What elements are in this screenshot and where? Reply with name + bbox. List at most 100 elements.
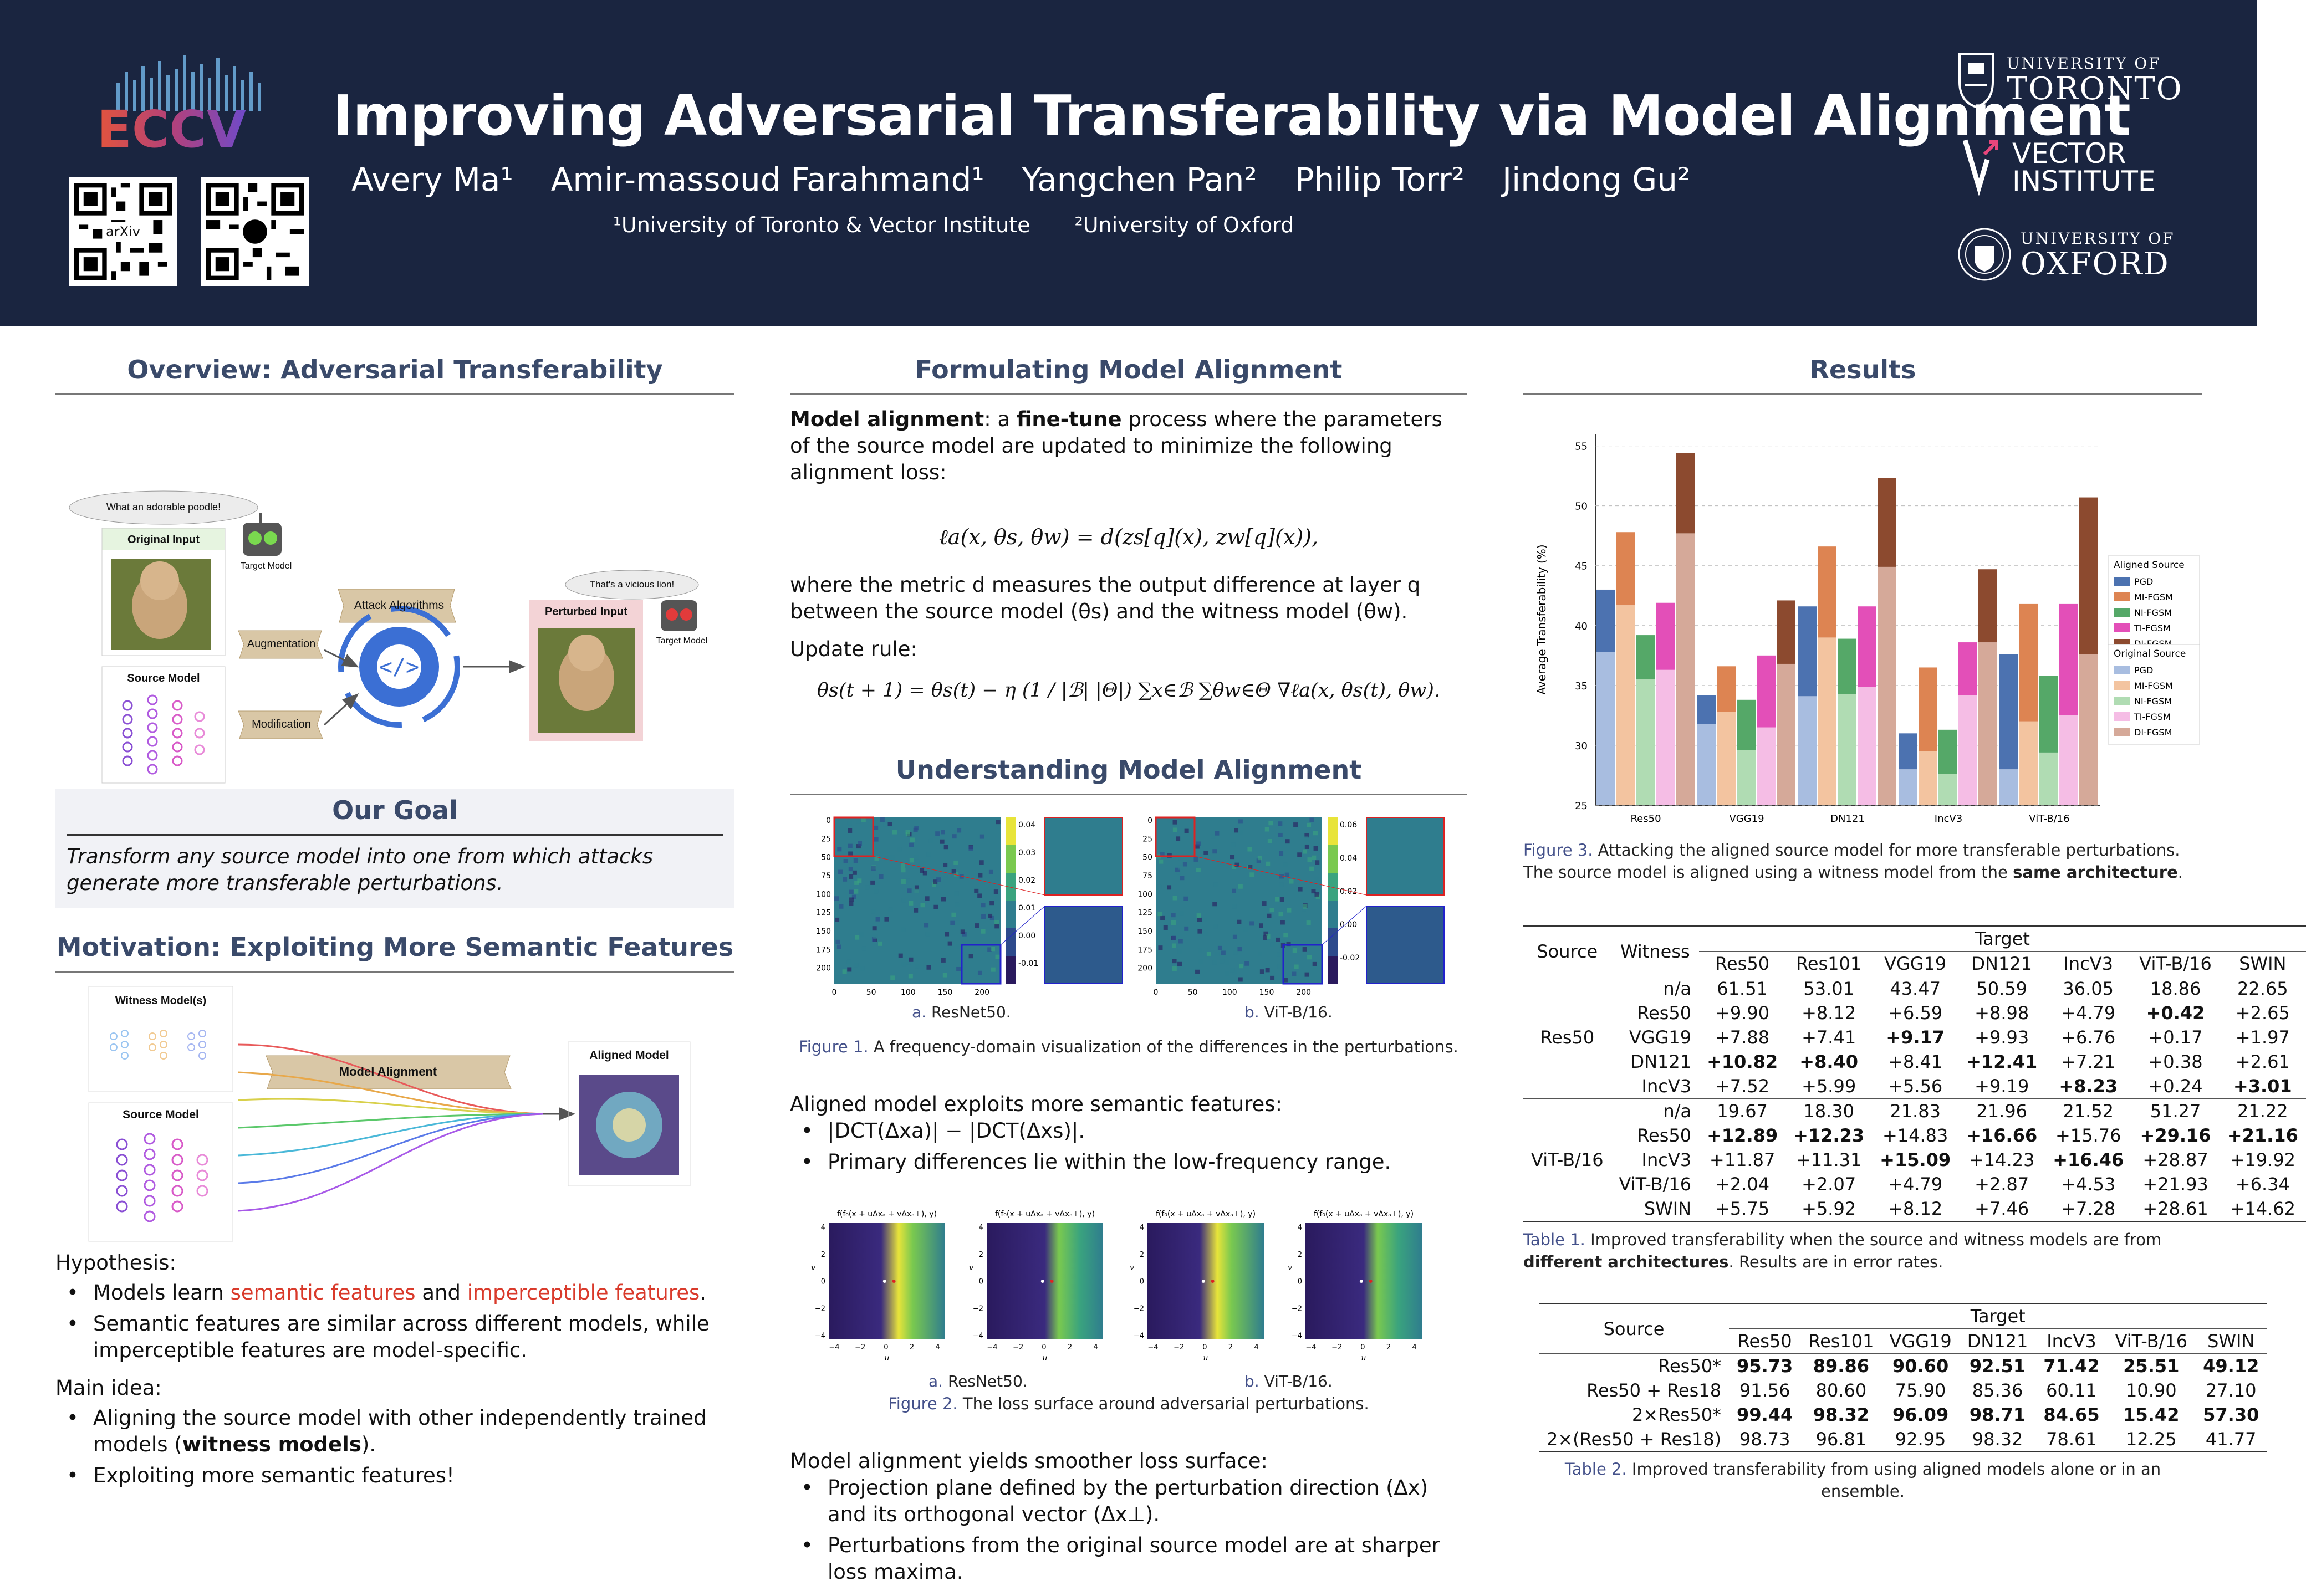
heatmap-cell xyxy=(1248,864,1253,869)
colorbar-segment xyxy=(1328,817,1338,845)
x-axis-label: u xyxy=(1361,1354,1366,1363)
heatmap-cell xyxy=(1178,865,1183,870)
zoom-connector xyxy=(1000,906,1045,945)
table-cell: +5.99 xyxy=(1802,1076,1856,1097)
table-cell: 18.30 xyxy=(1803,1101,1854,1122)
heatmap-cell xyxy=(925,932,930,937)
heatmap-cell xyxy=(1309,817,1314,822)
table-cell: 57.30 xyxy=(2203,1404,2259,1425)
heatmap-cell xyxy=(1215,831,1220,836)
witness-cell: VGG19 xyxy=(1629,1027,1692,1048)
table-cell: +8.41 xyxy=(1888,1051,1943,1072)
list-item: Aligning the source model with other ind… xyxy=(55,1405,734,1458)
heatmap-cell xyxy=(875,917,880,922)
x-tick-label: −4 xyxy=(987,1343,997,1352)
figure-3-caption: Figure 3. Attacking the aligned source m… xyxy=(1523,841,2183,882)
colorbar-label: 0.00 xyxy=(1340,920,1357,929)
table-cell: +5.92 xyxy=(1802,1198,1856,1219)
goal-title: Our Goal xyxy=(67,795,723,836)
heatmap-cell xyxy=(951,869,956,874)
heatmap-cell xyxy=(943,863,948,868)
table-cell: +8.12 xyxy=(1888,1198,1943,1219)
github-icon xyxy=(243,219,267,244)
heatmap-cell xyxy=(1280,920,1285,925)
heatmap-cell xyxy=(1182,862,1187,867)
y-tick-label: 75 xyxy=(821,872,831,881)
heatmap-cell xyxy=(994,920,999,925)
x-tick-label: 2 xyxy=(1068,1343,1072,1352)
y-tick-label: 55 xyxy=(1575,441,1588,453)
table-cell: +12.23 xyxy=(1793,1125,1865,1146)
legend-label: NI-FGSM xyxy=(2134,696,2172,707)
heatmap-cell xyxy=(1247,847,1252,852)
bar-aligned xyxy=(1757,655,1776,728)
table-cell: 21.83 xyxy=(1890,1101,1941,1122)
table-cell: 60.11 xyxy=(2046,1380,2097,1401)
header-cell: ViT-B/16 xyxy=(2139,953,2212,974)
table-cell: +28.61 xyxy=(2142,1198,2208,1219)
heatmap-cell xyxy=(848,867,853,872)
table-cell: +29.16 xyxy=(2140,1125,2211,1146)
bar-original xyxy=(1717,712,1736,805)
zoom-box-red xyxy=(1155,816,1196,857)
table-cell: +1.97 xyxy=(2235,1027,2290,1048)
heatmap-cell xyxy=(1238,819,1243,824)
y-tick-label: 2 xyxy=(979,1251,983,1259)
table-cell: 21.22 xyxy=(2237,1101,2288,1122)
header-cell: Source xyxy=(1537,940,1598,962)
heatmap-cell xyxy=(1278,832,1283,837)
y-tick-label: −2 xyxy=(1292,1305,1302,1313)
table-cell: 96.09 xyxy=(1892,1404,1949,1425)
arxiv-qr-code[interactable]: arXiv xyxy=(69,177,177,286)
heatmap-cell xyxy=(1257,952,1262,956)
table-cell: 21.96 xyxy=(1976,1101,2027,1122)
arxiv-label: arXiv xyxy=(103,222,144,242)
author: Philip Torr² xyxy=(1294,161,1465,198)
heatmap-cell xyxy=(865,885,870,890)
y-tick-label: 2 xyxy=(821,1251,825,1259)
table-cell: 85.36 xyxy=(1972,1380,2023,1401)
colorbar-segment xyxy=(1006,901,1016,928)
colorbar-label: 0.00 xyxy=(1018,932,1035,940)
heatmap-cell xyxy=(1284,872,1289,877)
augmentation-scroll xyxy=(238,630,323,659)
zoom-inset xyxy=(1044,906,1123,984)
heatmap-cell xyxy=(848,851,853,856)
table-cell: +14.83 xyxy=(1882,1125,1948,1146)
table-cell: +12.89 xyxy=(1707,1125,1778,1146)
panel-title: f(f₀(x + uΔxₐ + vΔxₐ⊥), y) xyxy=(995,1210,1095,1219)
origin-point xyxy=(1201,1280,1205,1283)
heatmap-cell xyxy=(991,967,996,972)
heatmap-cell xyxy=(835,917,840,922)
heatmap-cell xyxy=(1163,925,1168,930)
perturbed-input-label: Perturbed Input xyxy=(545,606,627,618)
heatmap-cell xyxy=(875,882,880,887)
heatmap-cell xyxy=(1176,836,1181,841)
table-cell: +2.87 xyxy=(1975,1174,2029,1195)
x-tick-label: 150 xyxy=(1259,988,1274,997)
x-tick-label: DN121 xyxy=(1830,813,1865,825)
legend-title: Original Source xyxy=(2114,648,2186,659)
heatmap-cell xyxy=(1212,960,1217,965)
heatmap-cell xyxy=(1171,920,1176,925)
y-tick-label: 150 xyxy=(1137,927,1152,936)
table-cell: 99.44 xyxy=(1737,1404,1793,1425)
header-cell: Res50 xyxy=(1715,953,1770,974)
heatmap-cell xyxy=(1304,972,1309,977)
heatmap-cell xyxy=(920,868,925,873)
x-tick-label: 0 xyxy=(1042,1343,1046,1352)
subfig-name: ViT-B/16. xyxy=(1264,1003,1333,1021)
colorbar-segment xyxy=(1328,873,1338,901)
main-idea-label: Main idea: xyxy=(55,1376,162,1400)
heatmap-cell xyxy=(874,825,879,830)
list-item: Perturbations from the original source m… xyxy=(790,1532,1467,1585)
heatmap-cell xyxy=(943,845,948,850)
source-cell: Res50 + Res18 xyxy=(1586,1380,1722,1401)
heatmap-cell xyxy=(924,923,929,928)
heatmap-cell xyxy=(1195,844,1200,849)
vector-line1: VECTOR xyxy=(2012,137,2126,170)
x-tick-label: 150 xyxy=(938,988,953,997)
github-qr-code[interactable] xyxy=(201,177,309,286)
